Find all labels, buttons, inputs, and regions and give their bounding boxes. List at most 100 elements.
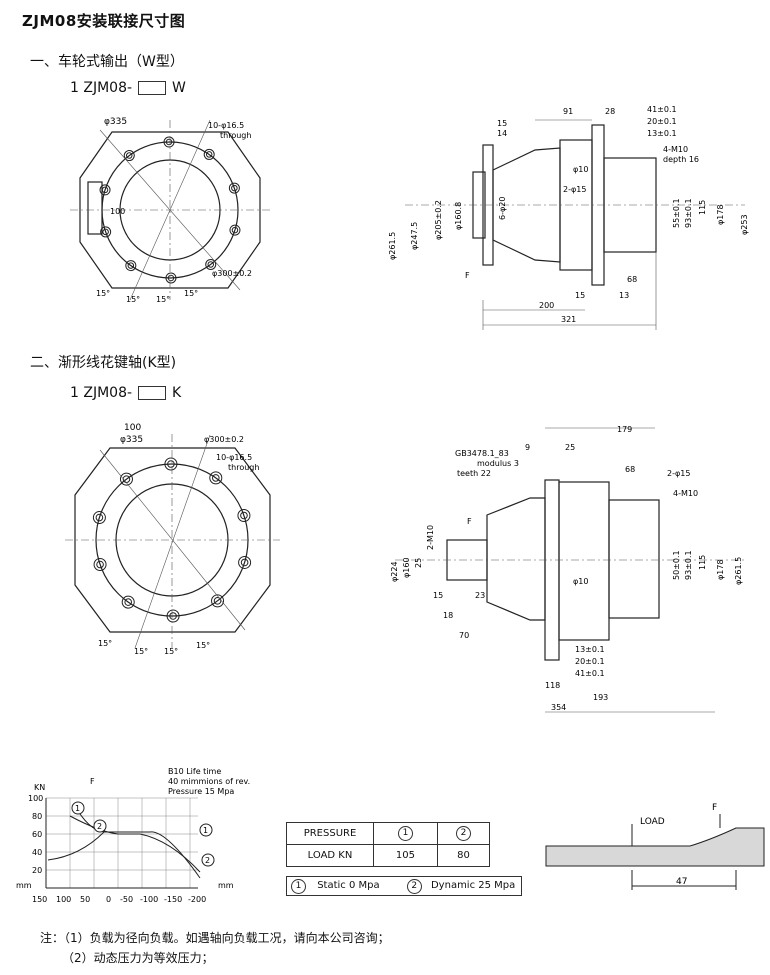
pressure-legend: 1 Static 0 Mpa 2 Dynamic 25 Mpa <box>286 876 522 896</box>
w-bottom-dim: 68 <box>627 275 637 284</box>
w-angle-label: 15° <box>126 295 140 304</box>
k-mount-flange <box>544 479 560 661</box>
bolt-hole <box>209 471 223 485</box>
bolt-hole <box>121 595 135 609</box>
graph-life-line: B10 Life time <box>168 767 221 776</box>
w-dim100-label: 100 <box>110 207 125 216</box>
table-cell: 2 <box>436 822 491 845</box>
k-side-view: GB3478.1_83 modulus 3 teeth 22 9 25 179 … <box>390 425 745 713</box>
w-d335-label: φ335 <box>104 117 127 127</box>
table-cell: 1 <box>373 822 438 845</box>
k-hole-label: φ10 <box>573 577 588 586</box>
k-bottom-dim: 193 <box>593 693 608 702</box>
shaft-profile <box>545 827 765 867</box>
load-position-diagram: LOAD F 47 <box>545 803 765 890</box>
notes: 注：（1）负载为径向负载。如遇轴向负载工况，请向本公司咨询； （2）动态压力为等… <box>40 929 390 966</box>
bolt-hole <box>211 594 225 608</box>
w-angle-label: 15° <box>184 289 198 298</box>
bolt-hole <box>231 226 239 234</box>
graph-force-label: F <box>90 777 95 786</box>
graph-ytick: 100 <box>28 794 43 803</box>
bolt-hole <box>228 182 240 194</box>
w-top-dim: 13±0.1 <box>647 129 677 138</box>
bolt-hole <box>166 609 180 623</box>
graph-ytick: 80 <box>32 812 42 821</box>
k-left-dim: φ160 <box>402 557 411 578</box>
k-top-dim: 9 <box>525 443 530 452</box>
w-angle-label: 15° <box>96 289 110 298</box>
graph-ylabel: KN <box>34 783 45 792</box>
circle-number: 1 <box>397 826 413 841</box>
w-vert-dim: φ261.5 <box>388 232 397 260</box>
k-bottom-dim: 20±0.1 <box>575 657 605 666</box>
k-hole-label: 2-φ15 <box>667 469 690 478</box>
bolt-hole <box>165 272 177 284</box>
k-spline-teeth: teeth 22 <box>457 469 491 478</box>
bolt-hole <box>231 184 238 192</box>
k-holes-label: 10-φ16.5 <box>216 453 252 462</box>
table-row: LOAD KN 105 80 <box>286 844 491 867</box>
graph-life-line: Pressure 15 Mpa <box>168 787 234 796</box>
bolt-hole <box>125 260 137 272</box>
w-vert-dim: 55±0.1 <box>672 198 681 228</box>
graph-xtick: 50 <box>80 895 90 904</box>
k-m10-label: 4-M10 <box>673 489 698 498</box>
bolt-hole <box>207 261 214 268</box>
k-housing-taper <box>486 497 546 621</box>
bolt-hole <box>123 150 135 162</box>
k-flange-outline <box>74 447 271 633</box>
load-dim-label: 47 <box>676 877 687 887</box>
k-bottom-dim: 41±0.1 <box>575 669 605 678</box>
k-force-label: F <box>467 517 472 526</box>
w-hole-label: φ10 <box>573 165 588 174</box>
circle-number: 2 <box>455 826 471 841</box>
w-angle-label: 15° <box>156 295 170 304</box>
k-spline-std: GB3478.1_83 <box>455 449 509 458</box>
w-top-dim: 41±0.1 <box>647 105 677 114</box>
k-top-dim: 68 <box>625 465 635 474</box>
bolt-hole <box>163 136 175 148</box>
load-life-graph: KN 100 80 60 40 20 mm mm 150 100 50 0 -5… <box>16 767 250 904</box>
table-cell: 80 <box>436 844 491 867</box>
w-vert-dim: φ160.8 <box>454 202 463 230</box>
note-1: （1）负载为径向负载。如遇轴向负载工况，请向本公司咨询； <box>64 931 390 945</box>
k-d335-label: φ335 <box>120 435 143 445</box>
w-vert-dim: 115 <box>698 200 707 215</box>
k-housing-body <box>558 481 610 641</box>
k-vert-dim: φ178 <box>716 559 725 580</box>
w-depth-label: depth 16 <box>663 155 699 164</box>
bolt-hole <box>240 511 248 520</box>
w-m10-label: 4-M10 <box>663 145 688 154</box>
w-side-view: 91 28 41±0.1 20±0.1 13±0.1 15 14 4-M10 d… <box>388 105 749 330</box>
bolt-hole <box>164 457 178 471</box>
bolt-hole <box>96 560 104 569</box>
bolt-hole <box>167 274 175 282</box>
k-bottom-dim: 118 <box>545 681 560 690</box>
legend-dynamic: Dynamic 25 Mpa <box>430 880 516 891</box>
bolt-hole <box>213 597 222 605</box>
w-force-label: F <box>465 271 470 280</box>
bolt-hole <box>205 258 217 270</box>
graph-xtick: 0 <box>106 895 111 904</box>
section1-heading: 一、车轮式输出（W型） <box>30 54 184 70</box>
w-holes-label: 10-φ16.5 <box>208 121 244 130</box>
k-angle-label: 15° <box>196 641 210 650</box>
bolt-hole <box>127 262 135 269</box>
graph-xtick: 150 <box>32 895 47 904</box>
curve-1 <box>73 803 201 879</box>
curve-2-label: 2 <box>97 822 102 831</box>
w-vert-dim: φ205±0.2 <box>434 200 443 240</box>
k-vert-dim: φ261.5 <box>734 557 743 585</box>
k-valve-block <box>608 499 660 619</box>
section2-model: 1 ZJM08-K <box>70 385 181 401</box>
table-cell: LOAD KN <box>286 844 374 867</box>
w-top-dim: 14 <box>497 129 507 138</box>
k-left-dim: 25 <box>414 558 423 568</box>
w-bottom-dim: 13 <box>619 291 629 300</box>
w-bottom-dim: 15 <box>575 291 585 300</box>
page-title: ZJM08安装联接尺寸图 <box>22 12 186 30</box>
bolt-hole <box>167 460 175 468</box>
section2-heading: 二、渐形线花键轴(K型) <box>30 355 177 371</box>
bolt-hole <box>229 224 241 236</box>
section1-model-prefix: 1 ZJM08- <box>70 80 133 96</box>
